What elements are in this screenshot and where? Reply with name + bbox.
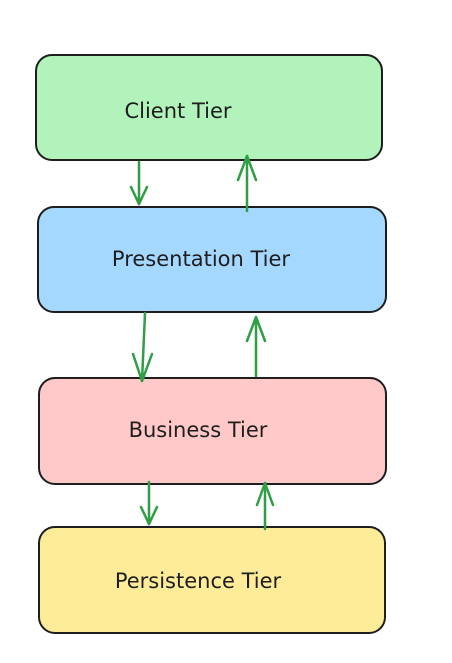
arrow-business-to-presentation (245, 315, 267, 378)
client-tier-box (35, 54, 383, 161)
presentation-tier-node: Presentation Tier (37, 206, 387, 313)
business-tier-box (38, 377, 387, 485)
presentation-tier-box (37, 206, 387, 313)
arrow-client-to-presentation (129, 160, 149, 206)
client-tier-label: Client Tier (124, 99, 231, 123)
persistence-tier-label: Persistence Tier (115, 569, 282, 593)
persistence-tier-node: Persistence Tier (38, 526, 386, 634)
client-tier-node: Client Tier (35, 54, 383, 161)
arrow-presentation-to-business (131, 311, 154, 383)
presentation-tier-label: Presentation Tier (112, 247, 290, 271)
business-tier-node: Business Tier (38, 377, 387, 485)
business-tier-label: Business Tier (129, 418, 268, 442)
arrow-persistence-to-business (255, 481, 275, 531)
arrow-business-to-persistence (139, 480, 159, 526)
arrow-presentation-to-client (236, 154, 258, 213)
persistence-tier-box (38, 526, 386, 634)
